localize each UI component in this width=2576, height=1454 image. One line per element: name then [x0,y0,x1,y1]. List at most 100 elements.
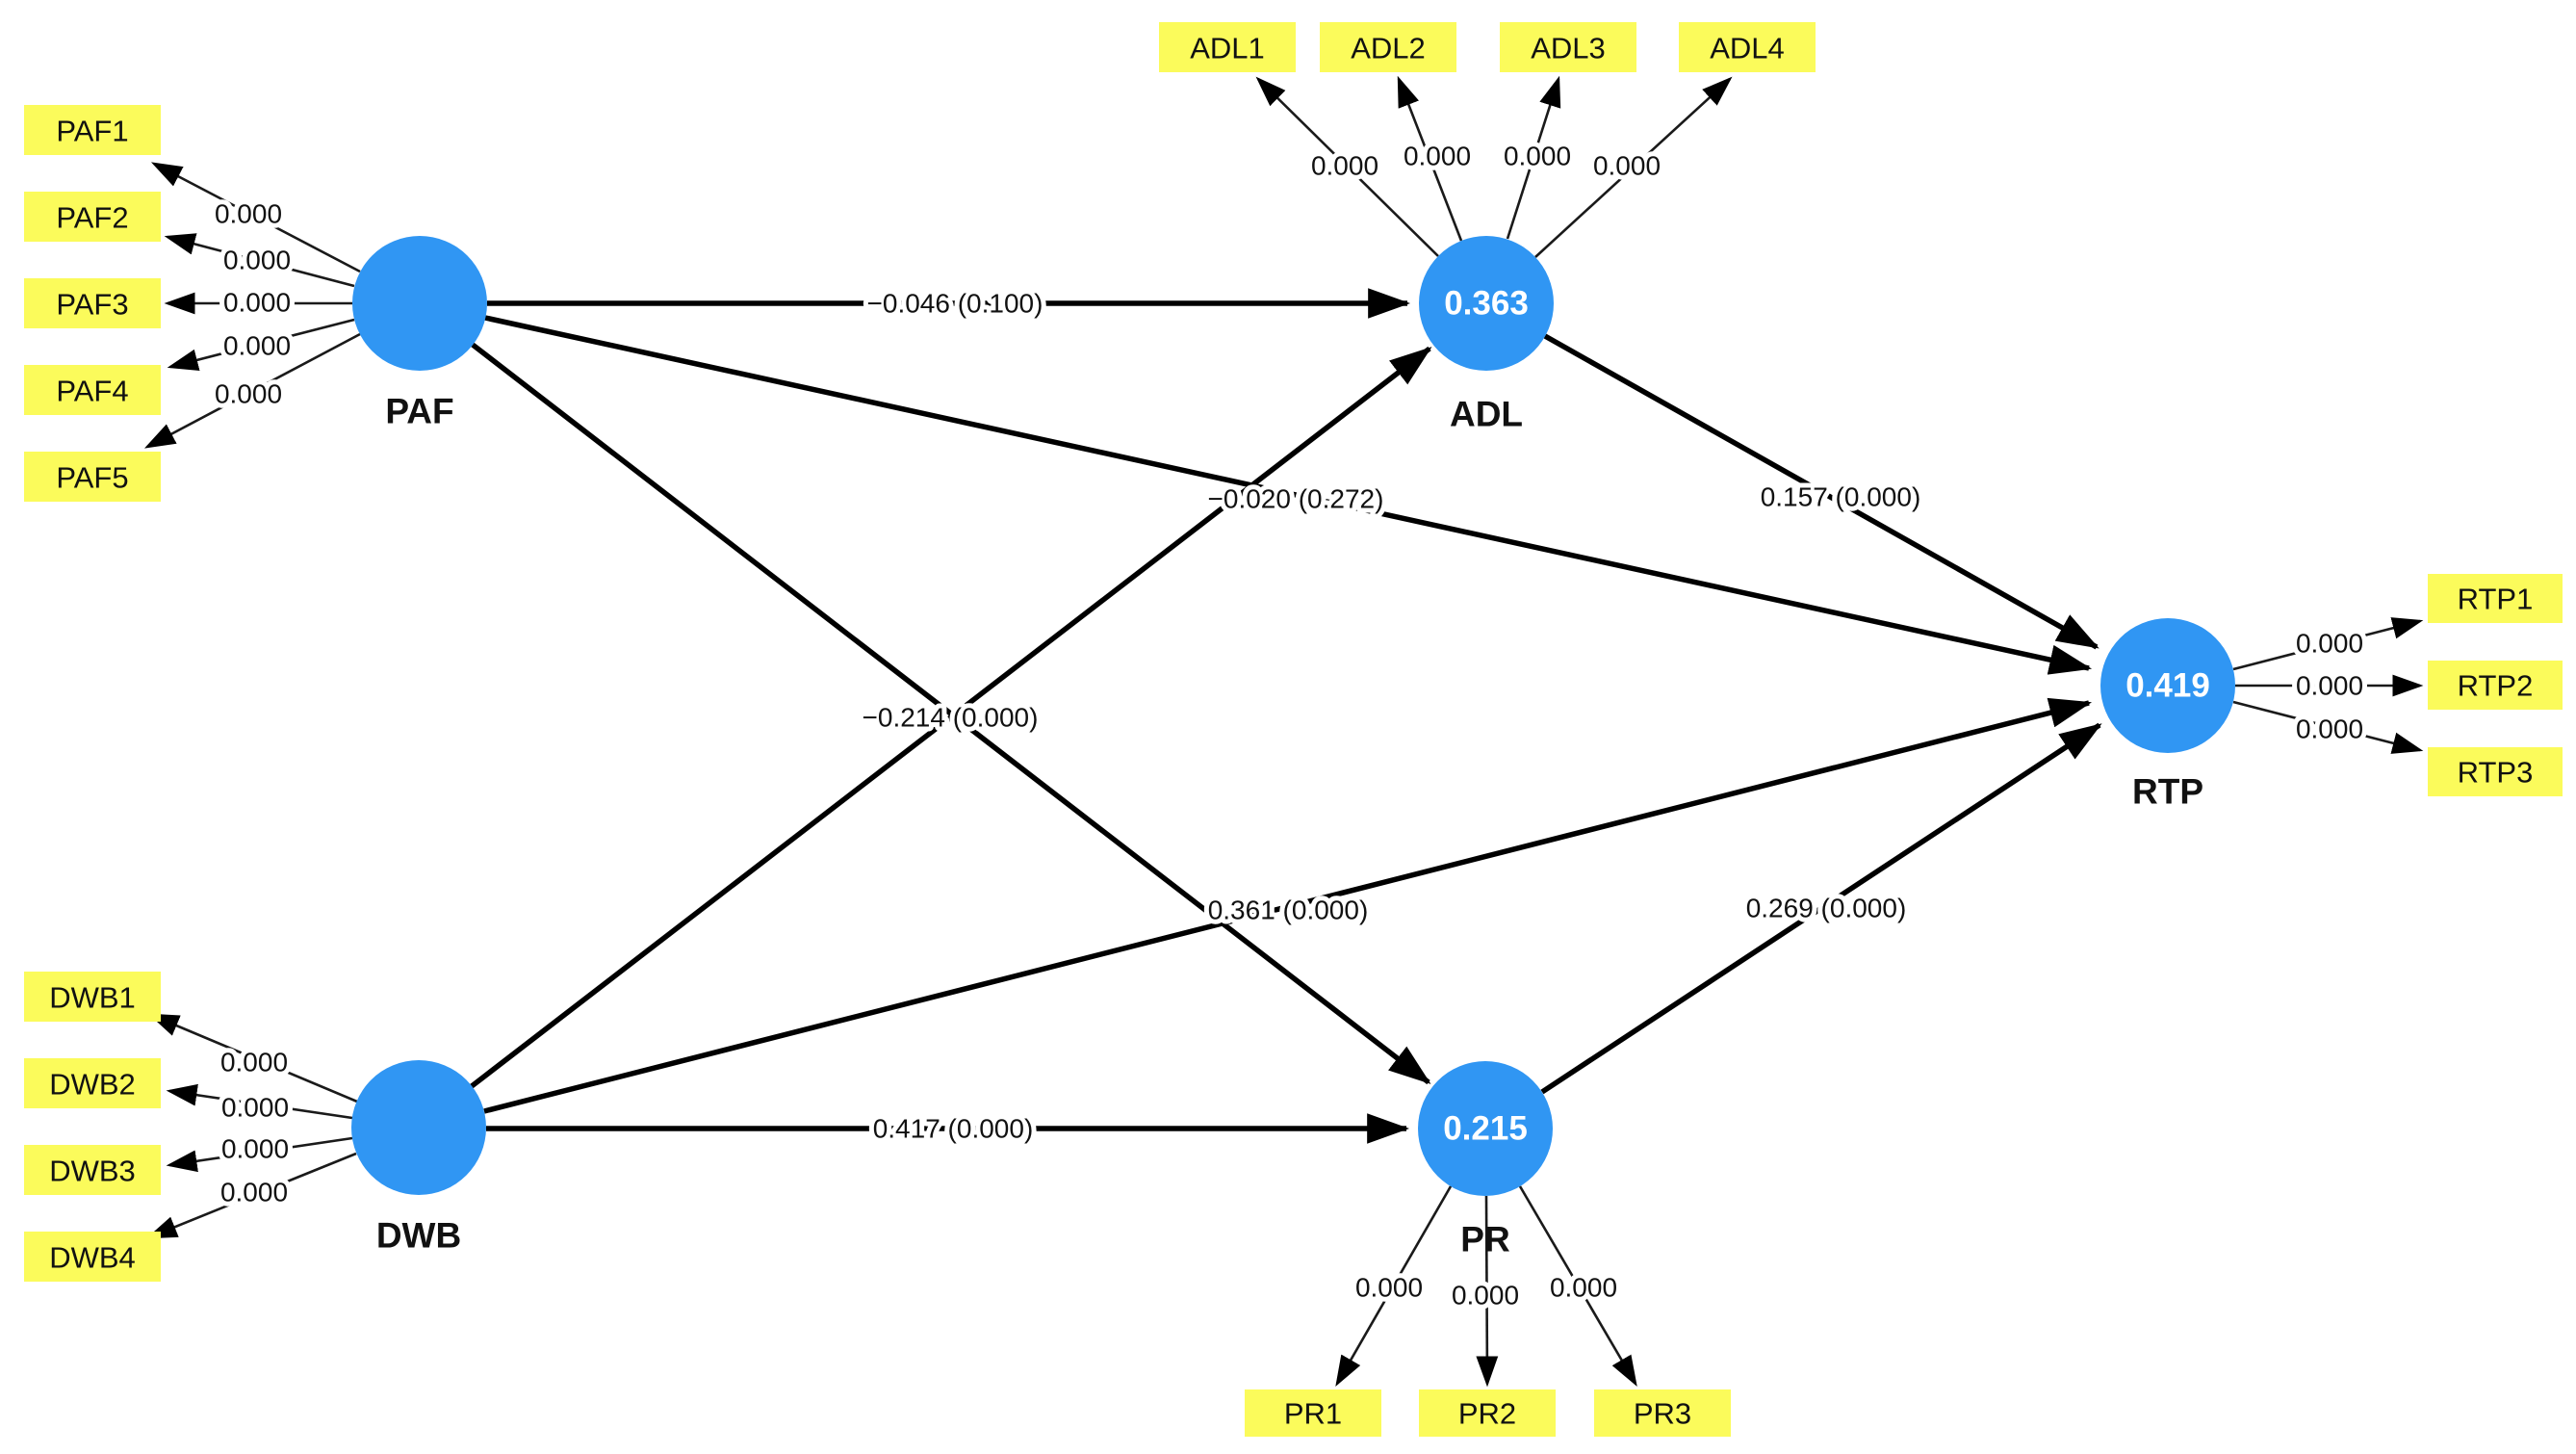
indicator-box-pr1[interactable] [1245,1389,1381,1437]
path-arrow-paf-pr[interactable] [471,342,1431,1085]
indicator-arrow-paf1 [150,162,361,273]
indicator-label-dwb1: DWB1 [49,981,136,1015]
indicator-arrow-adl2 [1397,75,1463,242]
indicator-arrow-paf4 [167,318,355,371]
path-labels: −0.046 (0.100) −0.020 (0.272) −0.214 (0.… [858,284,1926,1149]
construct-node-adl[interactable] [1419,236,1554,371]
indicator-label-adl3: ADL3 [1531,32,1606,65]
indicator-label-dwb3: DWB3 [49,1155,136,1188]
loading-label-pr2: 0.000 [1452,1281,1519,1311]
loading-label-pr1: 0.000 [1355,1273,1423,1303]
loading-label-paf4: 0.000 [223,331,291,361]
indicator-box-rtp1[interactable] [2428,574,2563,623]
indicator-arrow-adl1 [1255,76,1439,257]
indicator-box-adl4[interactable] [1679,22,1816,72]
indicator-box-dwb4[interactable] [24,1232,161,1282]
indicator-box-pr3[interactable] [1594,1389,1731,1437]
indicator-box-paf3[interactable] [24,278,161,328]
indicator-box-paf4[interactable] [24,365,161,415]
path-label-paf-rtp: −0.020 (0.272) [1208,484,1384,514]
indicator-box-adl1[interactable] [1159,22,1296,72]
indicator-label-paf1: PAF1 [56,115,128,148]
loading-label-dwb4: 0.000 [220,1178,288,1207]
construct-node-pr[interactable] [1418,1061,1553,1196]
path-label-paf-pr: −0.214 (0.000) [863,703,1039,733]
indicator-arrow-rtp1 [2232,617,2424,671]
construct-value-adl: 0.363 [1444,285,1529,323]
indicator-arrow-paf2 [164,233,355,288]
loading-label-paf1: 0.000 [215,199,282,229]
indicator-label-dwb4: DWB4 [49,1241,136,1275]
indicator-label-paf3: PAF3 [56,288,128,322]
loading-label-dwb3: 0.000 [221,1134,289,1164]
path-arrow-paf-rtp[interactable] [484,315,2093,675]
indicator-box-rtp3[interactable] [2428,747,2563,796]
construct-label-adl: ADL [1450,395,1523,434]
construct-label-paf: PAF [385,392,453,431]
indicator-label-paf2: PAF2 [56,201,128,235]
loading-label-rtp3: 0.000 [2296,714,2363,744]
path-label-pr-rtp: 0.269 (0.000) [1746,894,1907,923]
indicator-arrow-pr2 [1476,1195,1499,1388]
indicator-arrow-paf5 [143,332,361,449]
indicator-arrow-rtp3 [2232,700,2424,754]
indicator-arrow-dwb2 [166,1083,353,1120]
indicator-label-adl1: ADL1 [1190,32,1265,65]
path-arrow-dwb-rtp[interactable] [483,697,2093,1114]
construct-label-pr: PR [1460,1220,1509,1259]
indicator-arrow-dwb4 [145,1152,357,1239]
indicator-label-adl4: ADL4 [1710,32,1785,65]
path-arrow-pr-rtp[interactable] [1540,722,2102,1095]
construct-node-rtp[interactable] [2100,618,2235,753]
indicator-arrow-dwb1 [147,1013,358,1103]
indicator-label-rtp2: RTP2 [2458,669,2534,703]
loading-label-adl3: 0.000 [1504,142,1571,171]
indicator-label-pr3: PR3 [1634,1397,1691,1431]
path-label-adl-rtp: 0.157 (0.000) [1761,482,1921,512]
construct-node-dwb[interactable] [351,1060,486,1195]
loading-label-rtp1: 0.000 [2296,629,2363,659]
construct-label-dwb: DWB [376,1216,461,1256]
indicator-boxes: PAF1 PAF2 PAF3 PAF4 PAF5 DWB1 DWB2 DWB3 … [24,22,2563,1437]
indicator-box-paf5[interactable] [24,452,161,502]
indicator-box-adl2[interactable] [1320,22,1456,72]
indicator-box-dwb2[interactable] [24,1058,161,1108]
indicator-label-pr1: PR1 [1284,1397,1342,1431]
indicator-box-dwb1[interactable] [24,972,161,1022]
indicator-box-pr2[interactable] [1419,1389,1556,1437]
path-label-dwb-rtp: 0.361 (0.000) [1208,896,1369,925]
construct-nodes: PAF DWB 0.363 ADL 0.215 PR 0.419 RTP [351,236,2235,1259]
loading-label-paf3: 0.000 [223,288,291,318]
indicator-label-dwb2: DWB2 [49,1068,136,1102]
indicator-box-dwb3[interactable] [24,1145,161,1195]
indicator-arrow-adl3 [1506,75,1561,240]
loading-label-rtp2: 0.000 [2296,671,2363,701]
loading-labels: 0.000 0.000 0.000 0.000 0.000 0.000 0.00… [210,137,2368,1315]
construct-label-rtp: RTP [2132,772,2203,812]
indicator-box-rtp2[interactable] [2428,661,2563,710]
indicator-label-pr2: PR2 [1458,1397,1516,1431]
construct-value-pr: 0.215 [1443,1110,1528,1148]
loading-label-pr3: 0.000 [1550,1273,1617,1303]
loading-label-dwb1: 0.000 [220,1048,288,1078]
construct-node-paf[interactable] [352,236,487,371]
indicator-label-paf5: PAF5 [56,461,128,495]
path-label-dwb-pr: 0.417 (0.000) [873,1114,1034,1144]
path-arrow-adl-rtp[interactable] [1543,333,2099,650]
indicator-label-rtp1: RTP1 [2458,583,2534,616]
indicator-box-paf1[interactable] [24,105,161,155]
loading-label-paf5: 0.000 [215,379,282,409]
indicator-arrow-dwb3 [166,1136,353,1173]
loading-label-paf2: 0.000 [223,246,291,275]
path-arrow-dwb-adl[interactable] [470,346,1432,1089]
indicator-arrow-pr3 [1518,1185,1637,1387]
loading-label-adl2: 0.000 [1404,142,1471,171]
indicator-label-adl2: ADL2 [1351,32,1426,65]
indicator-box-adl3[interactable] [1500,22,1636,72]
indicator-arrow-adl4 [1534,76,1733,258]
indicator-box-paf2[interactable] [24,192,161,242]
indicator-arrow-pr1 [1335,1185,1453,1387]
indicator-label-paf4: PAF4 [56,375,128,408]
loading-label-adl4: 0.000 [1593,151,1661,181]
